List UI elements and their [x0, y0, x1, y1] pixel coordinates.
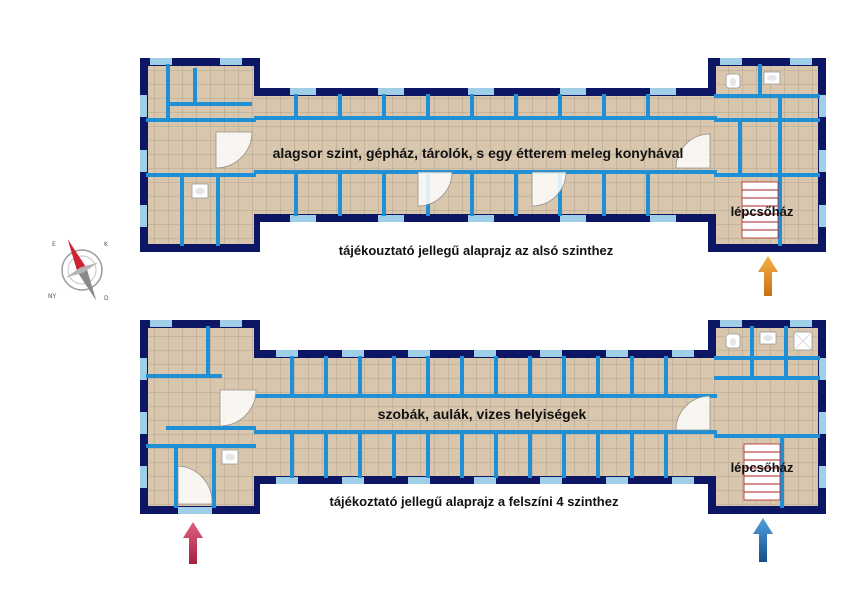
compass-rose-icon: E K NY D [48, 239, 109, 302]
upper-shower-icon [793, 331, 813, 351]
lower-door-swings [215, 131, 711, 207]
lower-stairwell-label: lépcsőház [731, 204, 794, 219]
compass-letter-south: D [104, 295, 109, 302]
upper-floor-plan: szobák, aulák, vizes helyiségek lépcsőhá… [140, 320, 826, 564]
lower-floor-tiles [148, 66, 818, 244]
lower-floor-plan: alagsor szint, gépház, tárolók, s egy ét… [140, 58, 826, 296]
upper-windows [140, 320, 826, 514]
upper-stairwell-label: lépcsőház [731, 460, 794, 475]
upper-sink-icon [759, 331, 777, 345]
upper-toilet-icon [725, 333, 741, 349]
lower-washbasin-icon [191, 183, 209, 199]
lower-toilet-icon [725, 73, 741, 89]
pink-up-arrow-icon [183, 522, 203, 564]
blue-up-arrow-icon [753, 518, 773, 562]
compass-letter-northwest: NY [48, 293, 56, 300]
orange-up-arrow-icon [758, 256, 778, 296]
lower-partitions [146, 64, 820, 246]
upper-staircase [743, 443, 781, 501]
upper-partitions [146, 326, 820, 508]
upper-floor-caption: tájékoztató jellegű alaprajz a felszíni … [330, 494, 619, 509]
upper-washbasin-icon [221, 449, 239, 465]
lower-staircase [741, 181, 779, 239]
compass-letter-northeast: K [104, 241, 109, 248]
lower-windows [140, 58, 826, 227]
upper-floor-label: szobák, aulák, vizes helyiségek [378, 406, 587, 422]
compass-letter-east: E [52, 241, 56, 248]
lower-floor-caption: tájékouztató jellegű alaprajz az alsó sz… [339, 243, 614, 258]
upper-door-swings [177, 389, 711, 505]
lower-floor-label: alagsor szint, gépház, tárolók, s egy ét… [273, 145, 684, 161]
lower-sink-icon [763, 71, 781, 85]
